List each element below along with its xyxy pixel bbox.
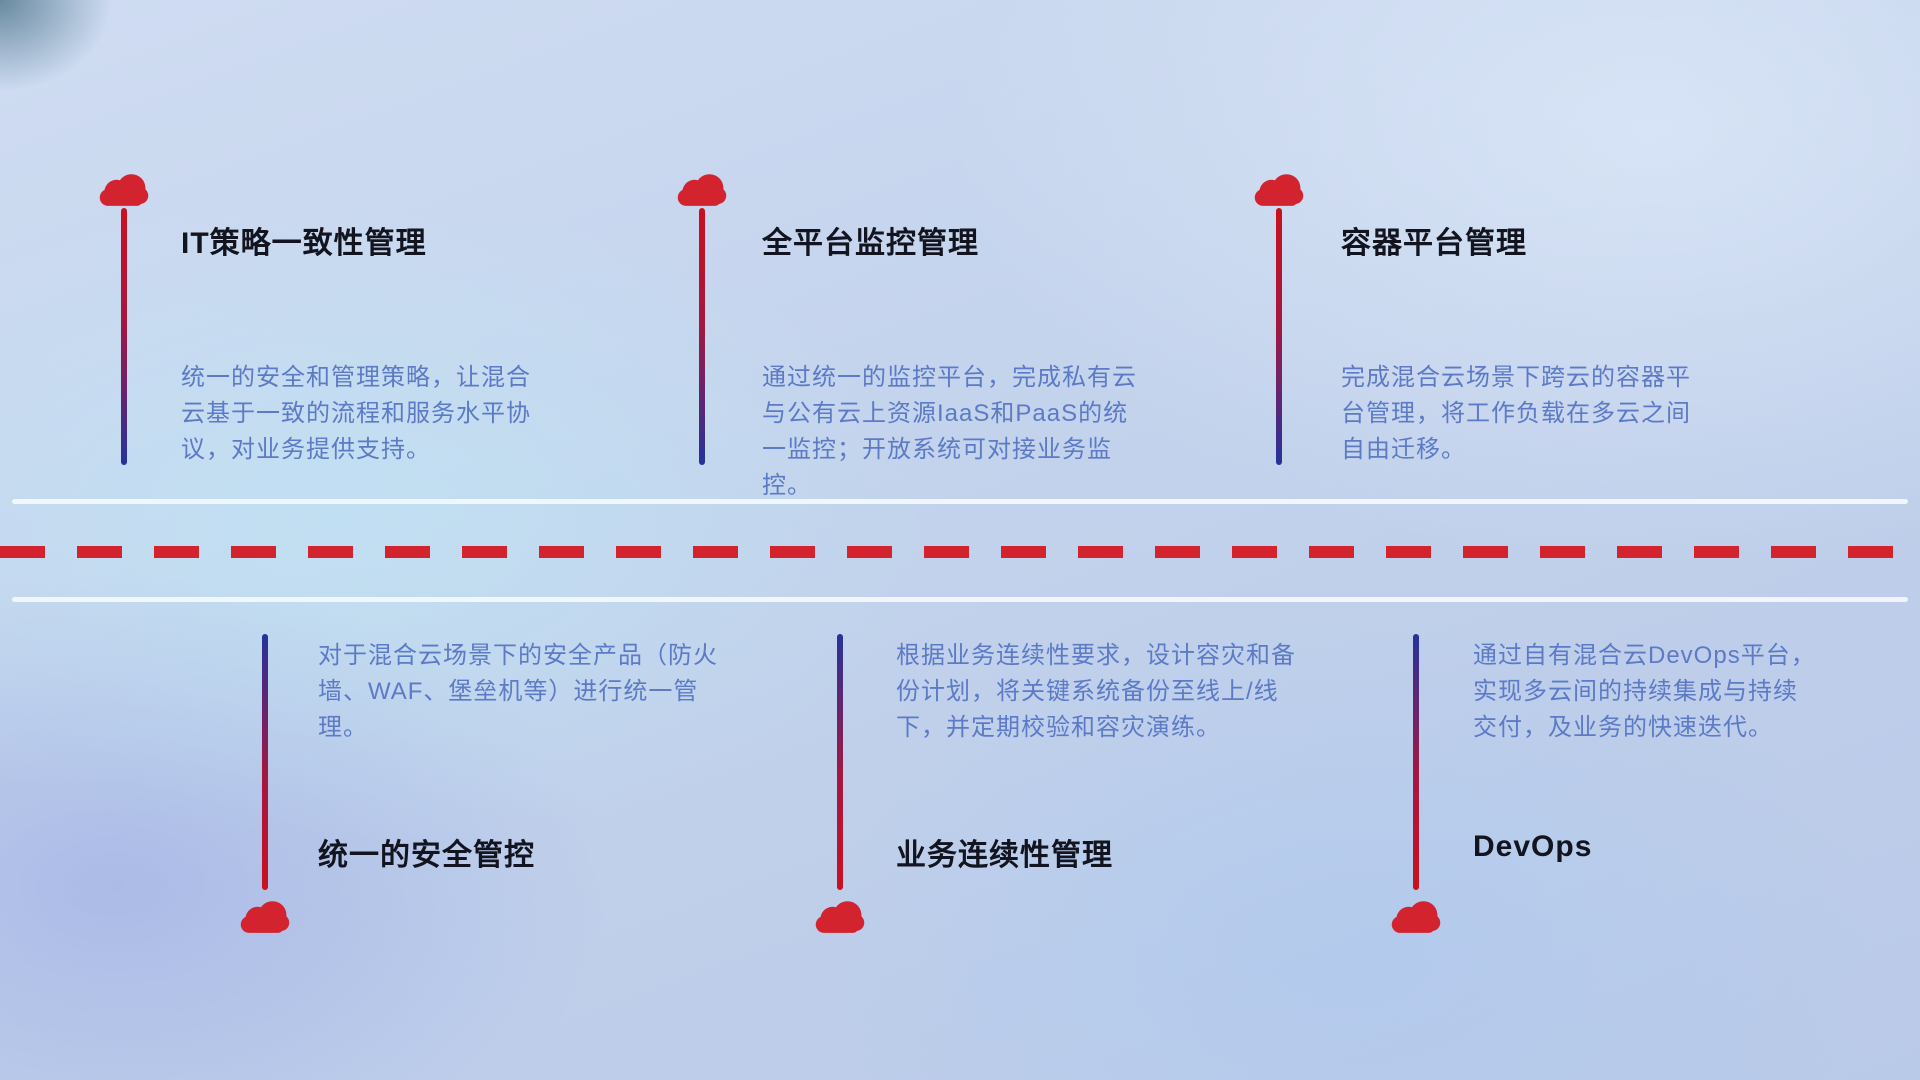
feature-title: 统一的安全管控 [318,839,535,872]
divider-line-top [12,499,1908,504]
feature-desc: 统一的安全和管理策略，让混合云基于一致的流程和服务水平协议，对业务提供支持。 [181,364,531,463]
connector-line [1276,208,1282,465]
feature-desc: 通过统一的监控平台，完成私有云与公有云上资源IaaS和PaaS的统一监控；开放系… [762,364,1137,499]
feature-desc: 完成混合云场景下跨云的容器平台管理，将工作负载在多云之间自由迁移。 [1341,364,1691,463]
connector-line [262,634,268,890]
connector-line [121,208,127,465]
feature-desc: 根据业务连续性要求，设计容灾和备份计划，将关键系统备份至线上/线下，并定期校验和… [896,642,1296,741]
feature-title: IT策略一致性管理 [181,227,427,260]
connector-line [837,634,843,890]
cloud-icon [1251,171,1307,213]
cloud-icon [812,898,868,940]
connector-line [1413,634,1419,890]
feature-title: 全平台监控管理 [762,227,979,260]
feature-desc: 对于混合云场景下的安全产品（防火墙、WAF、堡垒机等）进行统一管理。 [318,642,718,741]
connector-line [699,208,705,465]
feature-desc: 通过自有混合云DevOps平台，实现多云间的持续集成与持续交付，及业务的快速迭代… [1473,642,1816,741]
feature-title: 容器平台管理 [1341,227,1527,260]
cloud-icon [96,171,152,213]
feature-title: DevOps [1473,830,1593,863]
cloud-icon [1388,898,1444,940]
cloud-icon [674,171,730,213]
divider-line-bottom [12,597,1908,602]
cloud-icon [237,898,293,940]
feature-title: 业务连续性管理 [896,839,1113,872]
timeline-dashed-line [0,546,1920,558]
